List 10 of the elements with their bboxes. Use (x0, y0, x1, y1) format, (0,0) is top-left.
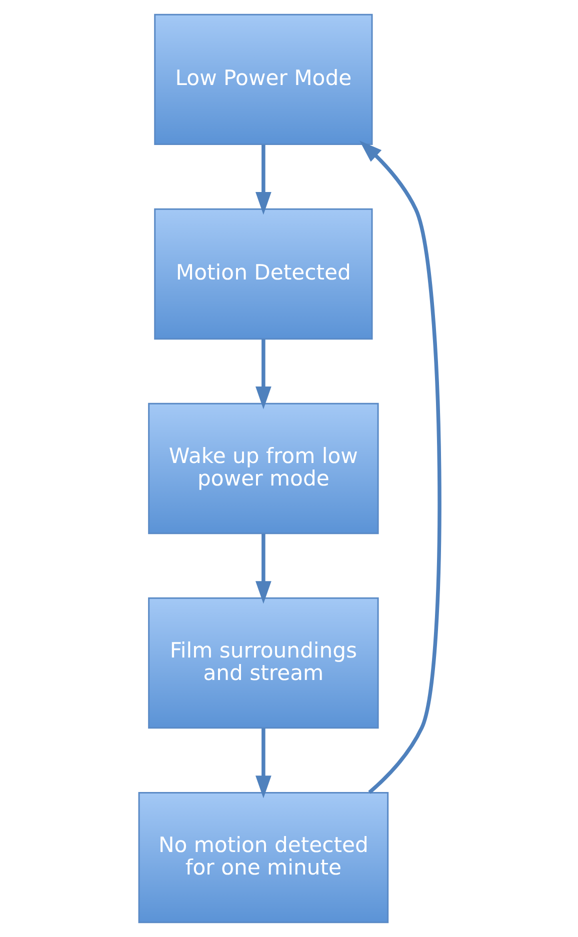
arrow (255, 339, 271, 410)
arrow (359, 140, 441, 794)
node-box: Low Power Mode (154, 14, 372, 146)
node-box: Wake up from low power mode (148, 402, 378, 534)
arrow (255, 534, 271, 604)
node-box: Film surroundings and stream (148, 597, 378, 729)
node-box: No motion detected for one minute (138, 792, 388, 924)
arrow (255, 728, 271, 798)
node-box: Motion Detected (154, 208, 372, 340)
arrow (255, 144, 271, 215)
